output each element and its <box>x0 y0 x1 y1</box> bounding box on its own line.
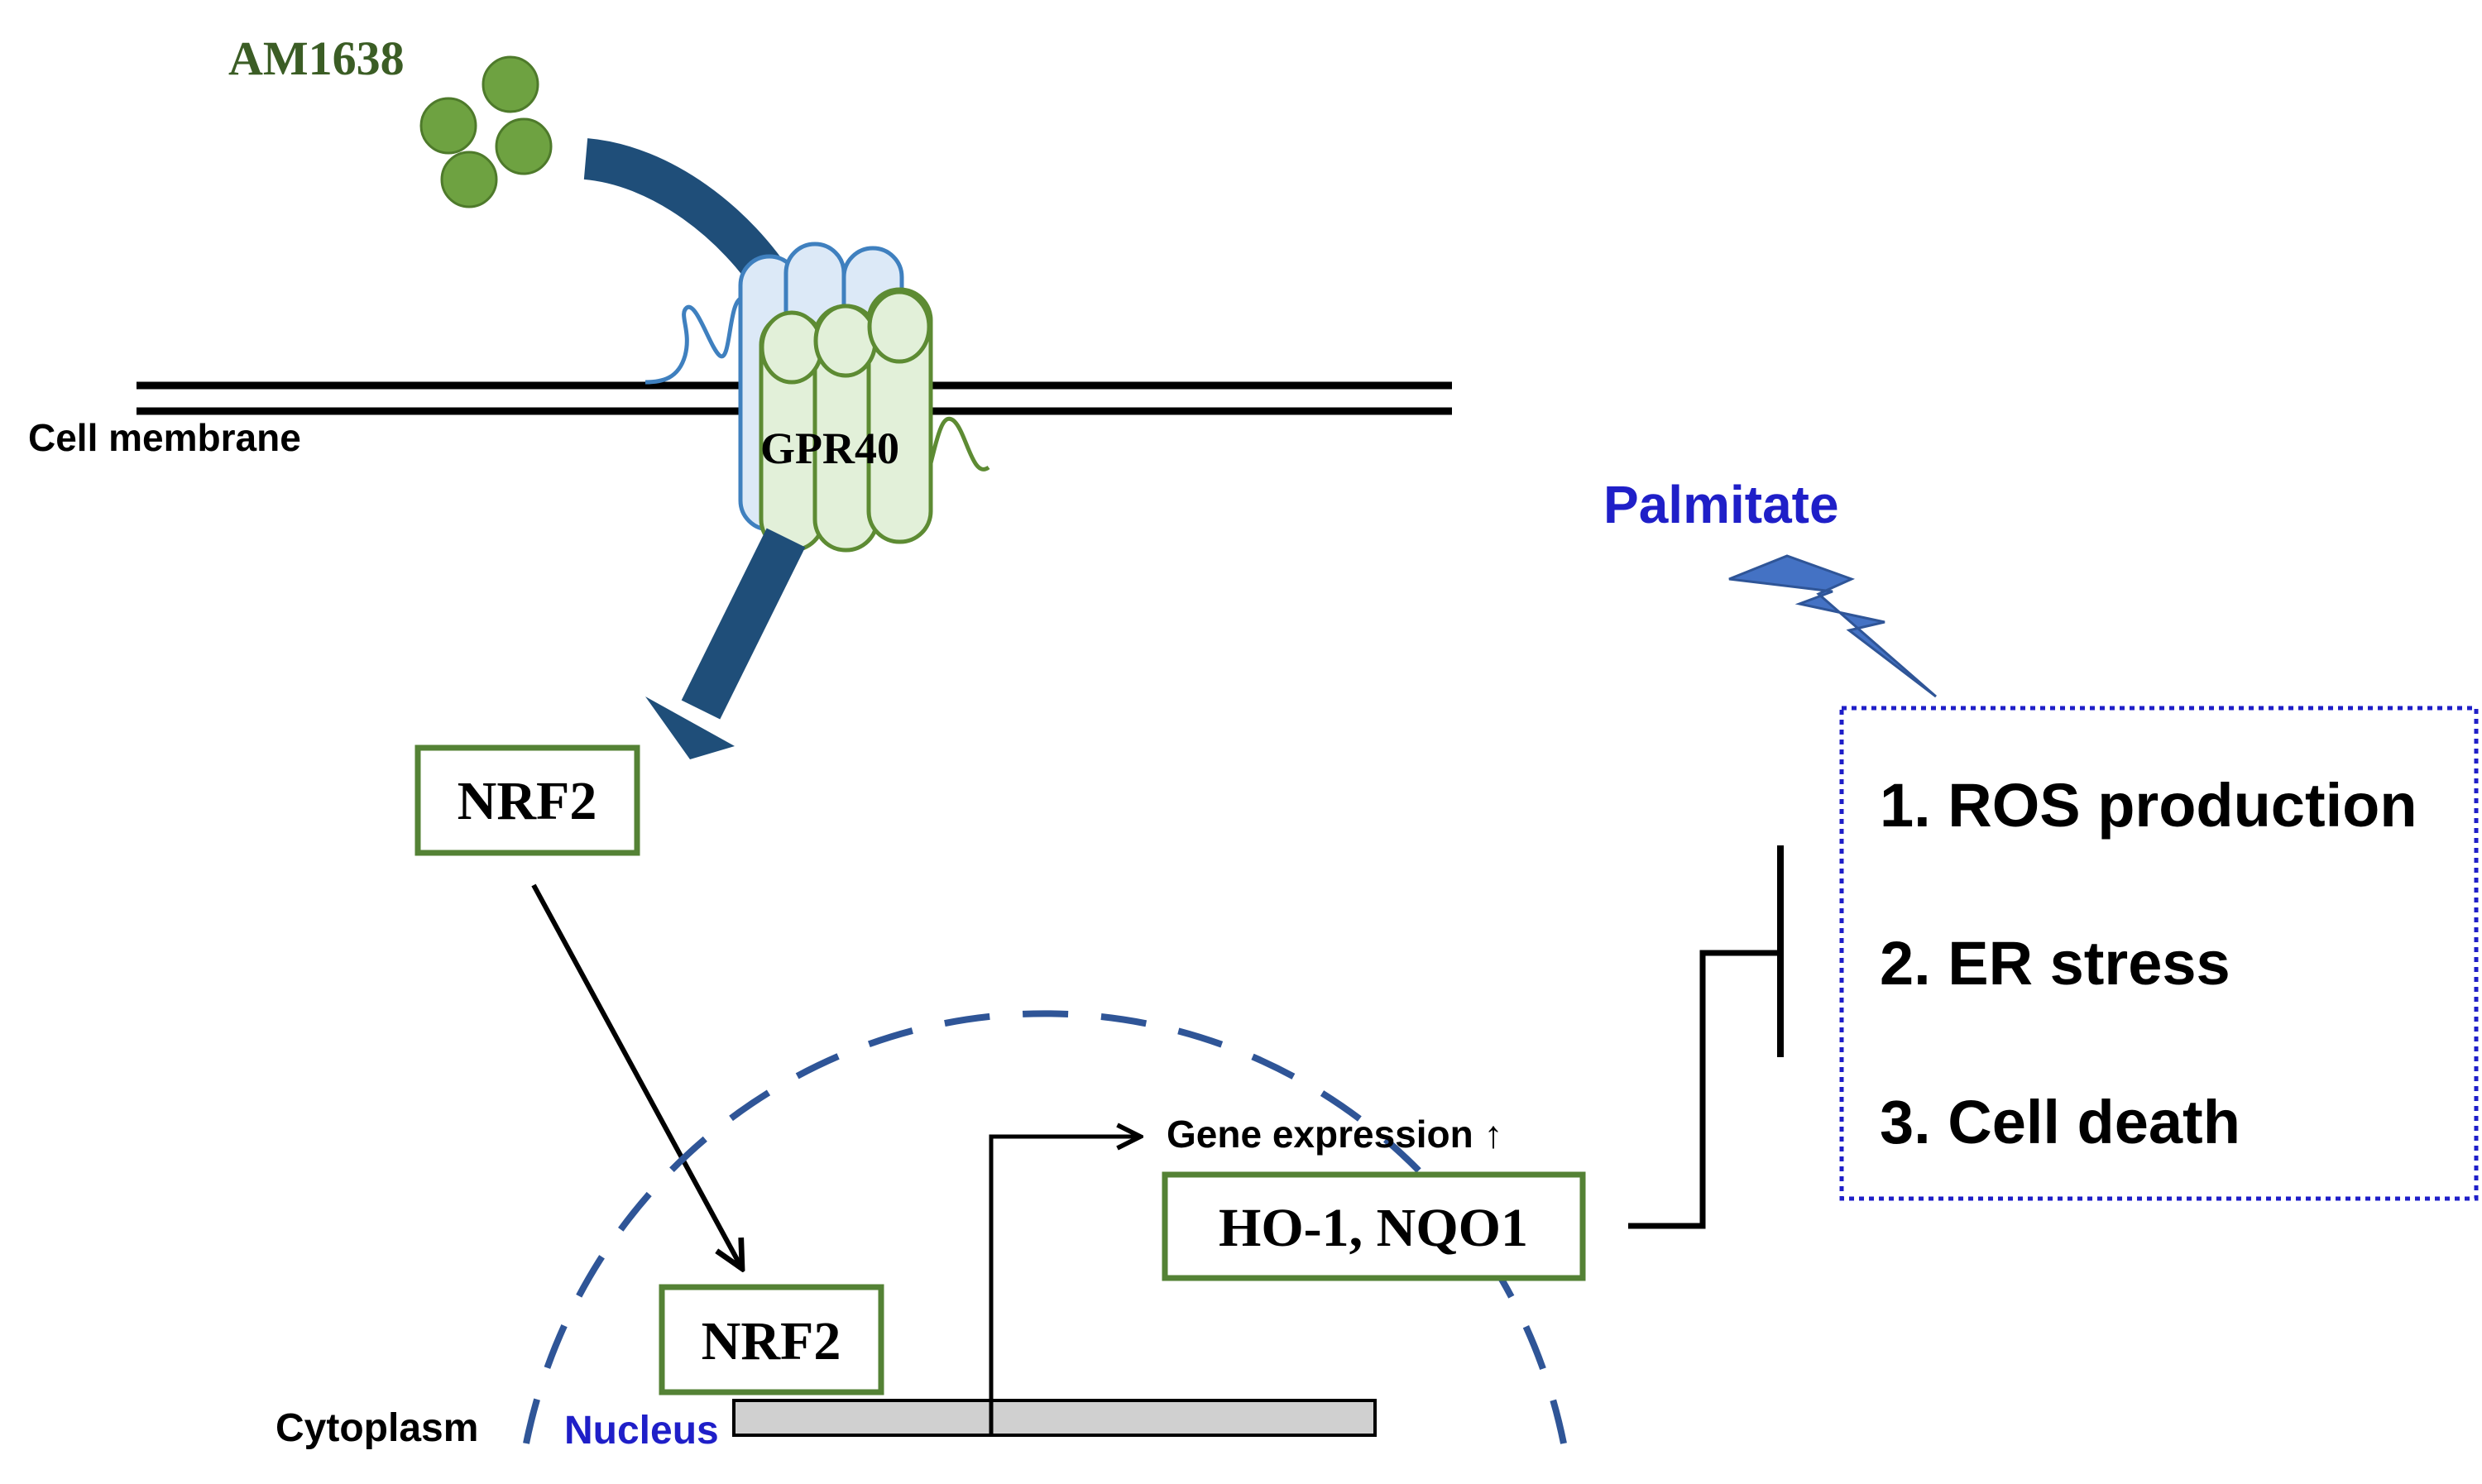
effects-box: 1. ROS production 2. ER stress 3. Cell d… <box>1839 706 2479 1201</box>
transcription-arrow <box>989 1137 1138 1435</box>
target-genes-box: HO-1, NQO1 <box>1162 1171 1586 1281</box>
nrf2-cytoplasm-label: NRF2 <box>458 771 597 831</box>
palmitate-label: Palmitate <box>1603 475 1839 534</box>
cytoplasm-label: Cytoplasm <box>276 1406 478 1450</box>
ligand-label: AM1638 <box>228 31 405 85</box>
nucleus-label: Nucleus <box>564 1409 719 1453</box>
effects-box-border <box>1839 706 2479 1201</box>
target-genes-label: HO-1, NQO1 <box>1219 1198 1528 1258</box>
ligand-particle <box>495 117 553 175</box>
nrf2-box-nucleus: NRF2 <box>659 1284 884 1395</box>
nrf2-nucleus-label: NRF2 <box>702 1311 841 1372</box>
ligand-particle <box>440 151 498 208</box>
lightning-bolt-icon <box>1728 554 1937 698</box>
signal-arrow <box>645 528 806 759</box>
nrf2-box-nucleus-border <box>659 1284 884 1395</box>
effect-item: 3. Cell death <box>1880 1088 2240 1156</box>
dna-bar <box>732 1399 1377 1437</box>
signal-arrow-shaft <box>681 528 806 720</box>
effect-item: 2. ER stress <box>1880 929 2230 998</box>
nucleus-membrane <box>523 1010 1567 1444</box>
inhibition-connector <box>1628 950 1779 1229</box>
receptor-loop-intracellular <box>928 416 990 472</box>
receptor-helix-cap <box>759 310 824 385</box>
ligand-particle <box>482 55 539 113</box>
ligand-particles <box>419 55 553 208</box>
target-genes-box-border <box>1162 1171 1586 1281</box>
receptor-label: GPR40 <box>760 424 899 473</box>
effect-item: 1. ROS production <box>1880 771 2417 840</box>
nrf2-box-cytoplasm: NRF2 <box>414 744 640 856</box>
membrane-label: Cell membrane <box>28 416 301 459</box>
ligand-particle <box>419 97 477 155</box>
gene-expression-label: Gene expression ↑ <box>1167 1113 1503 1156</box>
signal-arrow-head <box>645 697 735 759</box>
receptor-helix-cap <box>813 304 878 378</box>
nrf2-box-cytoplasm-border <box>414 744 640 856</box>
gpr40-receptor: GPR40 <box>644 242 990 553</box>
translocation-arrow <box>531 883 740 1266</box>
receptor-helix-cap <box>867 290 932 364</box>
